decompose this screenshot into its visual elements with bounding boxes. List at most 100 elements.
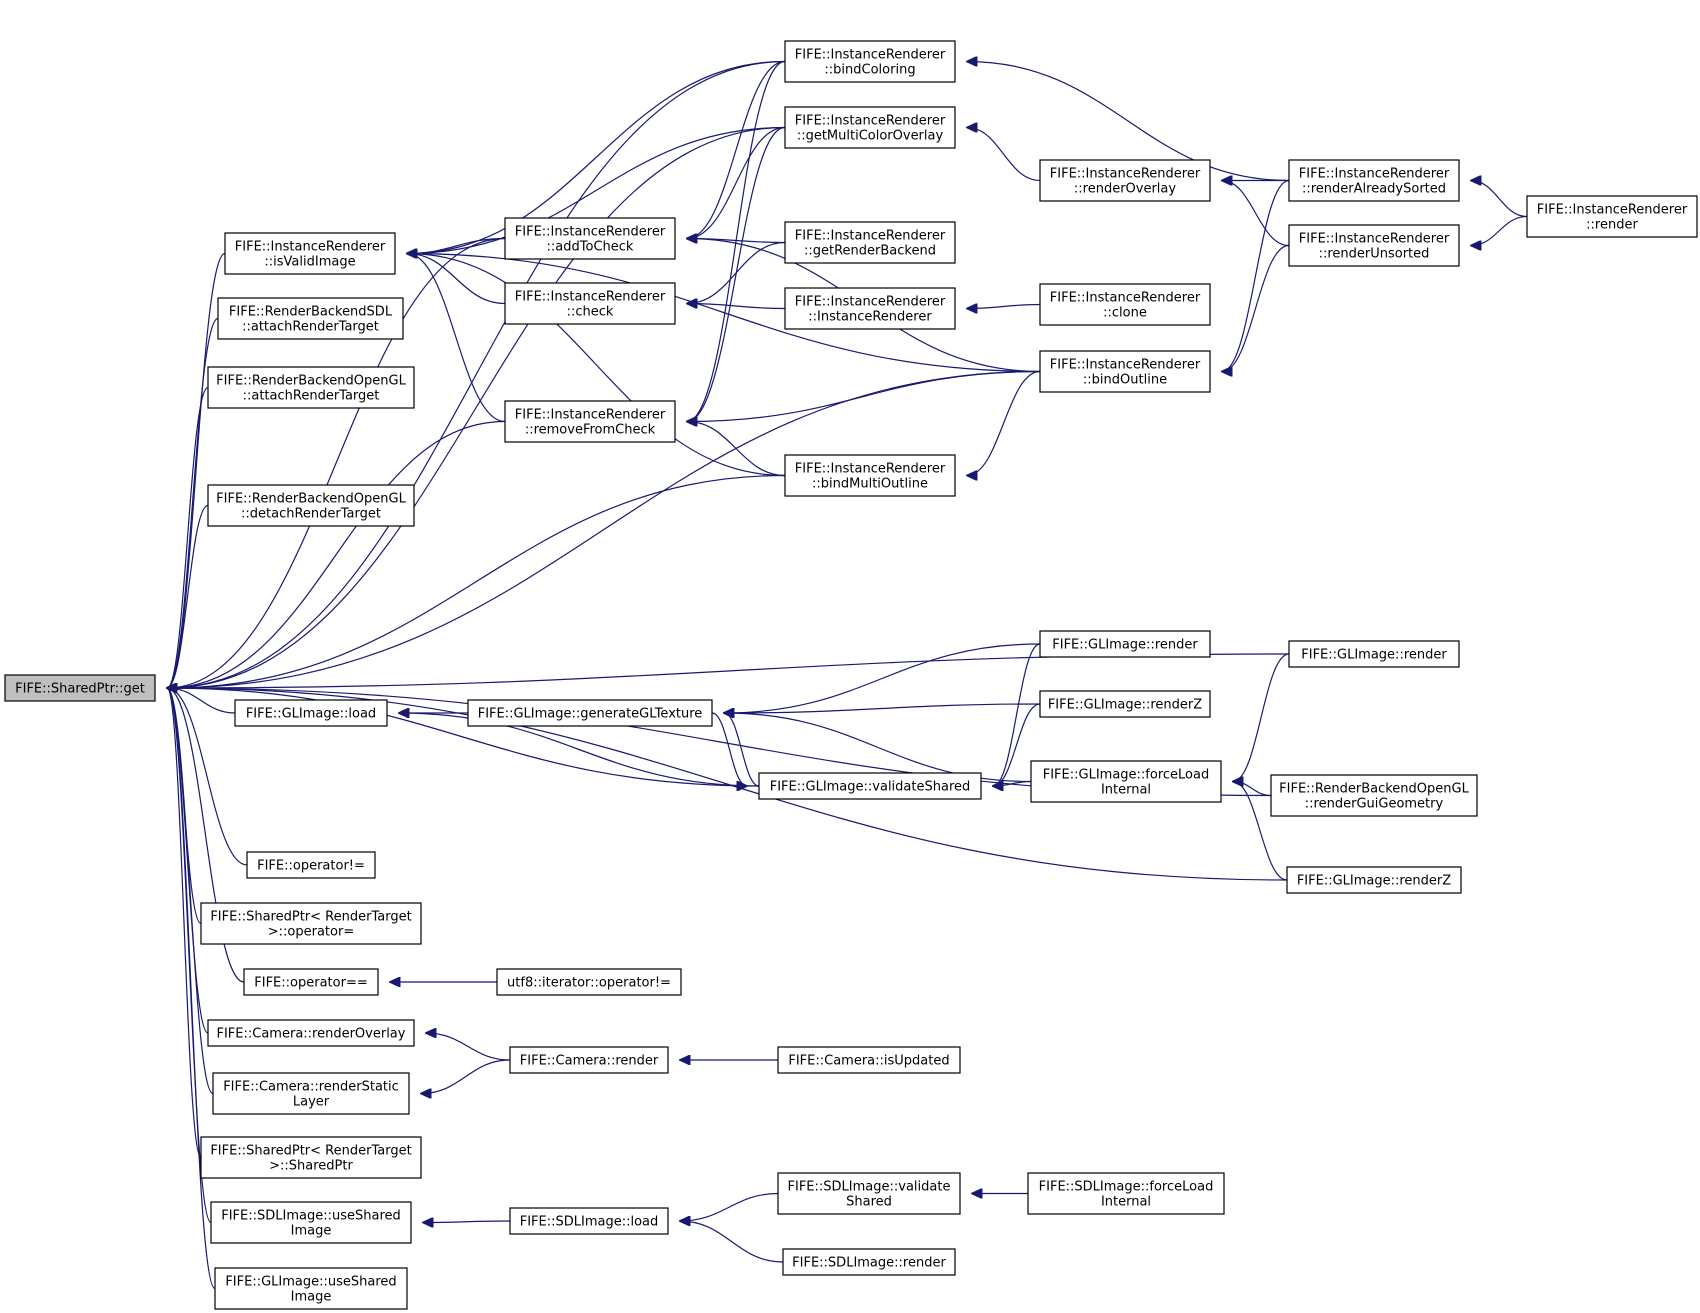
edge: [426, 1033, 511, 1061]
node-ir_clone[interactable]: FIFE::InstanceRenderer::clone: [1039, 283, 1211, 326]
edge-root-gl_attach: [167, 386, 209, 689]
node-box: [1030, 760, 1222, 803]
node-label: ::bindColoring: [824, 63, 915, 78]
node-ir_isValidImage[interactable]: FIFE::InstanceRenderer::isValidImage: [224, 232, 396, 275]
node-label: ::renderAlreadySorted: [1302, 182, 1446, 197]
edge: [680, 1192, 779, 1222]
node-label: FIFE::GLImage::forceLoad: [1043, 768, 1209, 783]
edge: [687, 370, 1041, 422]
edge: [687, 304, 786, 310]
edge: [423, 1221, 511, 1223]
node-glimage_load[interactable]: FIFE::GLImage::load: [234, 699, 388, 727]
node-gl_renderZ_a[interactable]: FIFE::GLImage::renderZ: [1039, 690, 1211, 718]
edge: [687, 422, 786, 477]
node-label: FIFE::InstanceRenderer: [795, 114, 946, 129]
node-op_eq[interactable]: FIFE::operator==: [243, 968, 379, 996]
edge: [687, 60, 786, 422]
node-label: FIFE::SDLImage::forceLoad: [1039, 1180, 1214, 1195]
node-box: [1288, 224, 1460, 267]
node-ir_check[interactable]: FIFE::InstanceRenderer::check: [504, 282, 676, 325]
node-sp_ctor[interactable]: FIFE::SharedPtr< RenderTarget>::SharedPt…: [200, 1136, 422, 1179]
node-gl_renderZ_b[interactable]: FIFE::GLImage::renderZ: [1286, 866, 1462, 894]
node-box: [212, 1072, 410, 1115]
node-ir_bindMultiOutline[interactable]: FIFE::InstanceRenderer::bindMultiOutline: [784, 454, 956, 497]
edge: [680, 1221, 784, 1263]
node-label: FIFE::InstanceRenderer: [515, 408, 666, 423]
node-gl_renderGuiGeometry[interactable]: FIFE::RenderBackendOpenGL::renderGuiGeom…: [1270, 774, 1478, 817]
edge-root-op_ne: [167, 688, 248, 866]
node-label: ::attachRenderTarget: [242, 320, 379, 335]
node-sdl_validateShared[interactable]: FIFE::SDLImage::validateShared: [777, 1172, 961, 1215]
node-label: FIFE::Camera::render: [520, 1054, 659, 1069]
edge-ir_addToCheck-ir_getMultiColorOverlay: [687, 126, 786, 239]
node-ir_ctor[interactable]: FIFE::InstanceRenderer::InstanceRenderer: [784, 287, 956, 330]
edge-ir_isValidImage-ir_bindOutline: [407, 254, 1041, 373]
node-ir_renderAlreadySorted[interactable]: FIFE::InstanceRenderer::renderAlreadySor…: [1288, 159, 1460, 202]
edge-ir_removeFromCheck-ir_bindOutline: [687, 370, 1041, 422]
node-ir_renderOverlay[interactable]: FIFE::InstanceRenderer::renderOverlay: [1039, 159, 1211, 202]
node-cam_render[interactable]: FIFE::Camera::render: [509, 1046, 669, 1074]
node-gl_detach[interactable]: FIFE::RenderBackendOpenGL::detachRenderT…: [207, 484, 415, 527]
edge-ir_renderAlreadySorted-ir_render: [1471, 181, 1528, 218]
node-sdl_load[interactable]: FIFE::SDLImage::load: [509, 1207, 669, 1235]
node-sdl_attach[interactable]: FIFE::RenderBackendSDL::attachRenderTarg…: [217, 297, 404, 340]
node-ir_bindColoring[interactable]: FIFE::InstanceRenderer::bindColoring: [784, 40, 956, 83]
edge: [167, 420, 506, 689]
node-label: FIFE::InstanceRenderer: [1299, 167, 1450, 182]
node-label: FIFE::InstanceRenderer: [795, 229, 946, 244]
node-root[interactable]: FIFE::SharedPtr::get: [4, 674, 156, 702]
node-cam_isUpdated[interactable]: FIFE::Camera::isUpdated: [777, 1046, 961, 1074]
node-label: ::detachRenderTarget: [241, 507, 381, 522]
node-ir_removeFromCheck[interactable]: FIFE::InstanceRenderer::removeFromCheck: [504, 400, 676, 443]
node-ir_renderUnsorted[interactable]: FIFE::InstanceRenderer::renderUnsorted: [1288, 224, 1460, 267]
node-op_ne[interactable]: FIFE::operator!=: [246, 851, 376, 879]
edge-ir_bindColoring-ir_renderAlreadySorted: [967, 62, 1290, 182]
node-label: FIFE::RenderBackendSDL: [229, 305, 393, 320]
edge: [967, 370, 1041, 476]
edge: [724, 713, 1032, 783]
node-box: [504, 282, 676, 325]
node-ir_addToCheck[interactable]: FIFE::InstanceRenderer::addToCheck: [504, 217, 676, 260]
node-gl_attach[interactable]: FIFE::RenderBackendOpenGL::attachRenderT…: [207, 366, 415, 409]
node-box: [214, 1267, 408, 1310]
node-ir_getMultiColorOverlay[interactable]: FIFE::InstanceRenderer::getMultiColorOve…: [784, 106, 956, 149]
node-box: [1288, 159, 1460, 202]
node-cam_renderOverlay[interactable]: FIFE::Camera::renderOverlay: [207, 1019, 415, 1047]
node-label: FIFE::InstanceRenderer: [1050, 291, 1201, 306]
node-label: ::bindMultiOutline: [812, 477, 928, 492]
node-label: FIFE::InstanceRenderer: [235, 240, 386, 255]
node-box: [4, 674, 156, 702]
node-sdl_render[interactable]: FIFE::SDLImage::render: [782, 1248, 956, 1276]
node-box: [246, 851, 376, 879]
node-label: FIFE::RenderBackendOpenGL: [216, 492, 406, 507]
node-label: FIFE::SDLImage::validate: [788, 1180, 951, 1195]
node-gl_render_a[interactable]: FIFE::GLImage::render: [1039, 630, 1211, 658]
node-label: FIFE::operator==: [254, 976, 367, 991]
node-label: FIFE::GLImage::renderZ: [1048, 698, 1202, 713]
node-ir_bindOutline[interactable]: FIFE::InstanceRenderer::bindOutline: [1039, 350, 1211, 393]
edge: [167, 688, 202, 1159]
edge-ir_bindOutline-ir_renderUnsorted: [1222, 244, 1290, 372]
node-label: ::addToCheck: [547, 240, 634, 255]
node-ir_render[interactable]: FIFE::InstanceRenderer::render: [1526, 195, 1698, 238]
edge: [167, 317, 219, 689]
node-ir_getRenderBackend[interactable]: FIFE::InstanceRenderer::getRenderBackend: [784, 221, 956, 264]
node-label: FIFE::InstanceRenderer: [1537, 203, 1688, 218]
node-box: [207, 366, 415, 409]
node-utf8_ne[interactable]: utf8::iterator::operator!=: [496, 968, 682, 996]
edge: [1233, 782, 1288, 881]
node-gl_render_b[interactable]: FIFE::GLImage::render: [1288, 640, 1460, 668]
node-gl_generateGLTexture[interactable]: FIFE::GLImage::generateGLTexture: [467, 699, 713, 727]
edge: [167, 688, 760, 787]
node-sp_opassign[interactable]: FIFE::SharedPtr< RenderTarget>::operator…: [200, 902, 422, 945]
node-box: [224, 232, 396, 275]
edge-gl_generateGLTexture-gl_render_a: [724, 643, 1041, 713]
node-gl_validateShared[interactable]: FIFE::GLImage::validateShared: [758, 772, 982, 800]
node-label: Internal: [1101, 1195, 1151, 1210]
